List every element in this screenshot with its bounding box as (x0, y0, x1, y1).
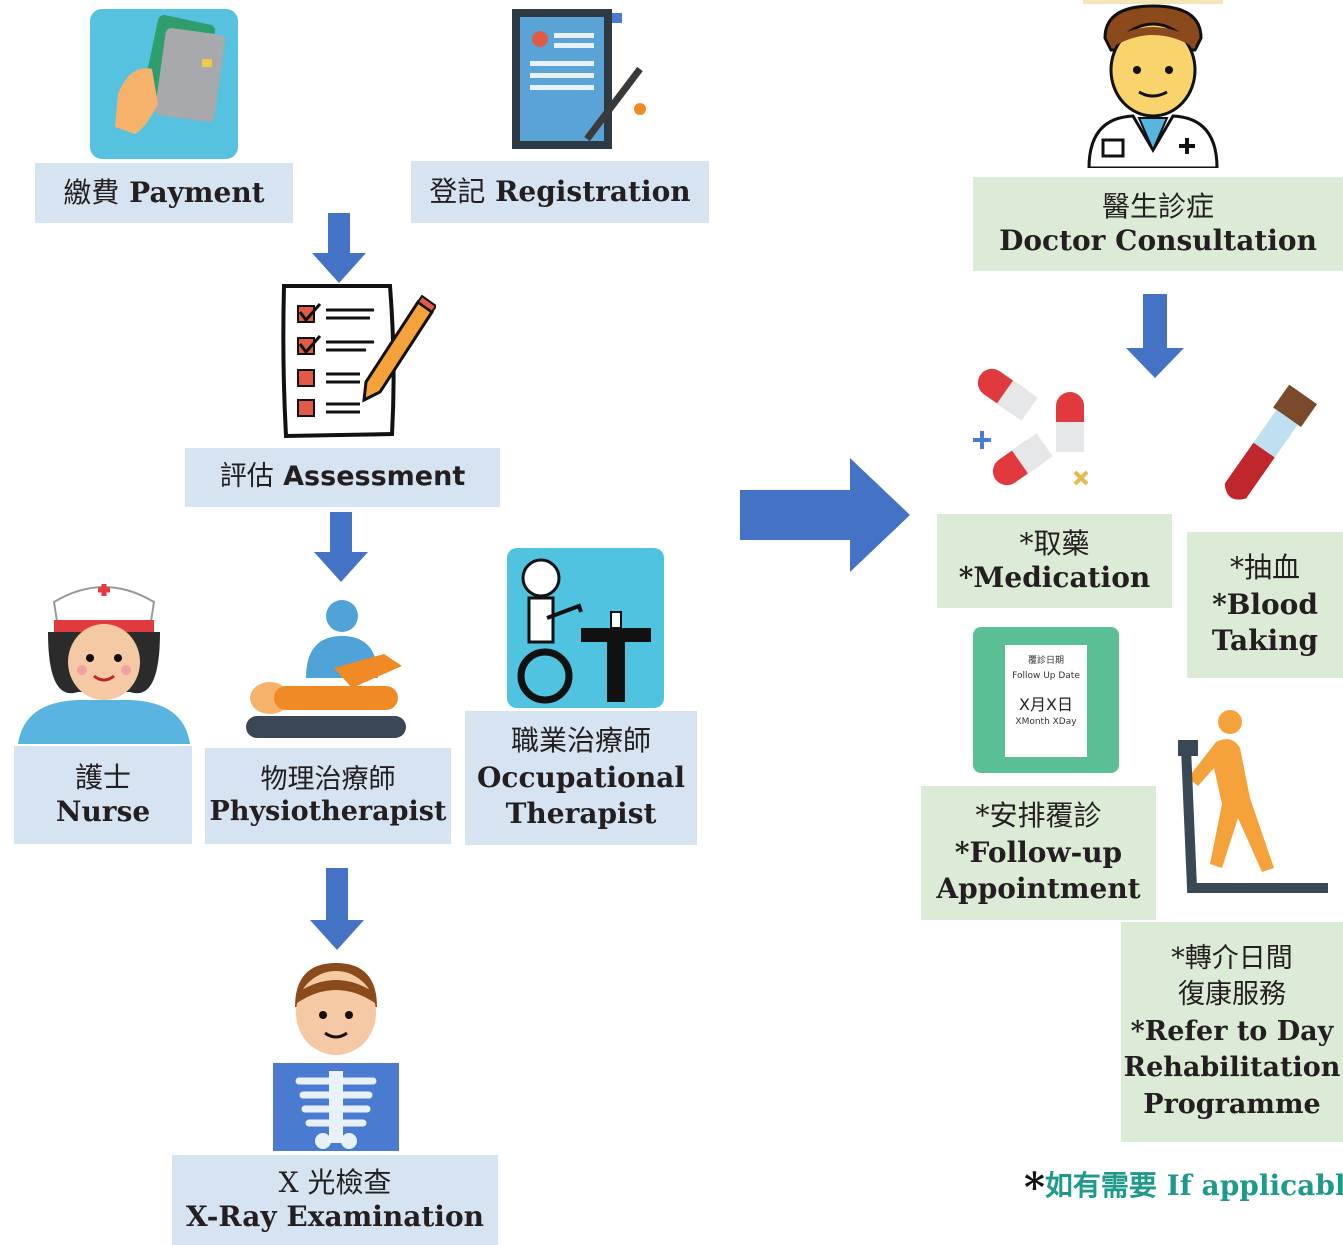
registration-form-icon (512, 9, 652, 149)
card-title-en: Follow Up Date (1012, 671, 1080, 681)
blood-test-tube-icon (1205, 382, 1325, 512)
follow-up-card-icon: 覆診日期 Follow Up Date X月X日 XMonth XDay (973, 627, 1119, 773)
nurse-label: 護士 Nurse (14, 746, 192, 844)
registration-label: 登記 Registration (411, 161, 709, 223)
right-arrow-main (740, 458, 910, 576)
asterisk: * (1024, 1164, 1045, 1211)
card-title-zh: 覆診日期 (1027, 656, 1064, 666)
xray-label: X 光檢查 X-Ray Examination (172, 1155, 498, 1245)
occupational-therapy-icon (507, 548, 664, 708)
nurse-icon (18, 572, 190, 744)
occupational-therapist-label: 職業治療師 Occupational Therapist (465, 711, 697, 845)
down-arrow-3 (310, 868, 364, 954)
checklist-icon (278, 282, 436, 440)
note-text: 如有需要 If applicable (1044, 1169, 1343, 1202)
physiotherapy-icon (244, 598, 409, 743)
follow-up-label: *安排覆診 *Follow-up Appointment (921, 786, 1156, 920)
medication-label: *取藥 *Medication (937, 514, 1172, 608)
down-arrow-1 (312, 213, 366, 287)
medication-pills-icon (965, 362, 1100, 497)
doctor-icon (1083, 0, 1223, 168)
treadmill-rehab-icon (1178, 708, 1328, 898)
doctor-consultation-label: 醫生診症 Doctor Consultation (973, 177, 1343, 271)
blood-taking-label: *抽血 *Blood Taking (1187, 532, 1343, 678)
day-rehab-referral-label: *轉介日間 復康服務 *Refer to Day Rehabilitation … (1121, 922, 1343, 1142)
xray-patient-icon (273, 963, 399, 1153)
down-arrow-4 (1126, 294, 1184, 382)
payment-card-icon (90, 9, 238, 159)
assessment-label: 評估 Assessment (185, 448, 500, 507)
card-date-value-en: XMonth XDay (1015, 717, 1077, 727)
if-applicable-note: *如有需要 If applicable (1024, 1164, 1343, 1211)
down-arrow-2 (314, 512, 368, 586)
card-date-value: X月X日 (1019, 695, 1073, 714)
payment-label: 繳費 Payment (35, 163, 293, 223)
physiotherapist-label: 物理治療師 Physiotherapist (205, 748, 451, 844)
